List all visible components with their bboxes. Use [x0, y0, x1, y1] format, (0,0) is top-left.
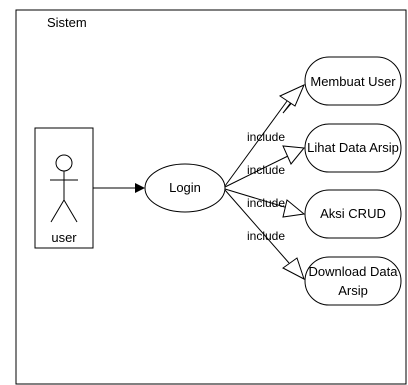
actor-label: user: [51, 230, 77, 245]
use-case-download-data-arsip-label-line2: Arsip: [338, 283, 368, 298]
include-line-4: [224, 189, 290, 264]
include-label-1: include: [247, 130, 285, 144]
include-arrowhead-4: [282, 257, 305, 281]
include-arrowhead-3: [282, 199, 306, 218]
include-arrowhead-2: [282, 145, 305, 165]
include-line-3: [224, 188, 289, 209]
use-case-download-data-arsip[interactable]: [304, 256, 402, 306]
use-case-aksi-crud-label: Aksi CRUD: [320, 206, 386, 221]
use-case-login[interactable]: [144, 163, 226, 213]
use-case-lihat-data-arsip[interactable]: [304, 123, 402, 173]
include-line-1: [224, 96, 291, 187]
use-case-login-label: Login: [169, 180, 201, 195]
include-label-3: include: [247, 196, 285, 210]
use-case-lihat-data-arsip-label: Lihat Data Arsip: [307, 140, 399, 155]
include-label-2: include: [247, 163, 285, 177]
include-line-2: [224, 155, 289, 188]
use-case-aksi-crud[interactable]: [304, 189, 402, 239]
use-case-membuat-user-label: Membuat User: [310, 74, 396, 89]
use-case-download-data-arsip-label-line1: Download Data: [309, 264, 399, 279]
actor-icon: [50, 154, 78, 223]
include-relations: [224, 84, 306, 281]
include-label-4: include: [247, 229, 285, 243]
system-label: Sistem: [47, 15, 87, 30]
use-case-membuat-user[interactable]: [304, 56, 402, 106]
